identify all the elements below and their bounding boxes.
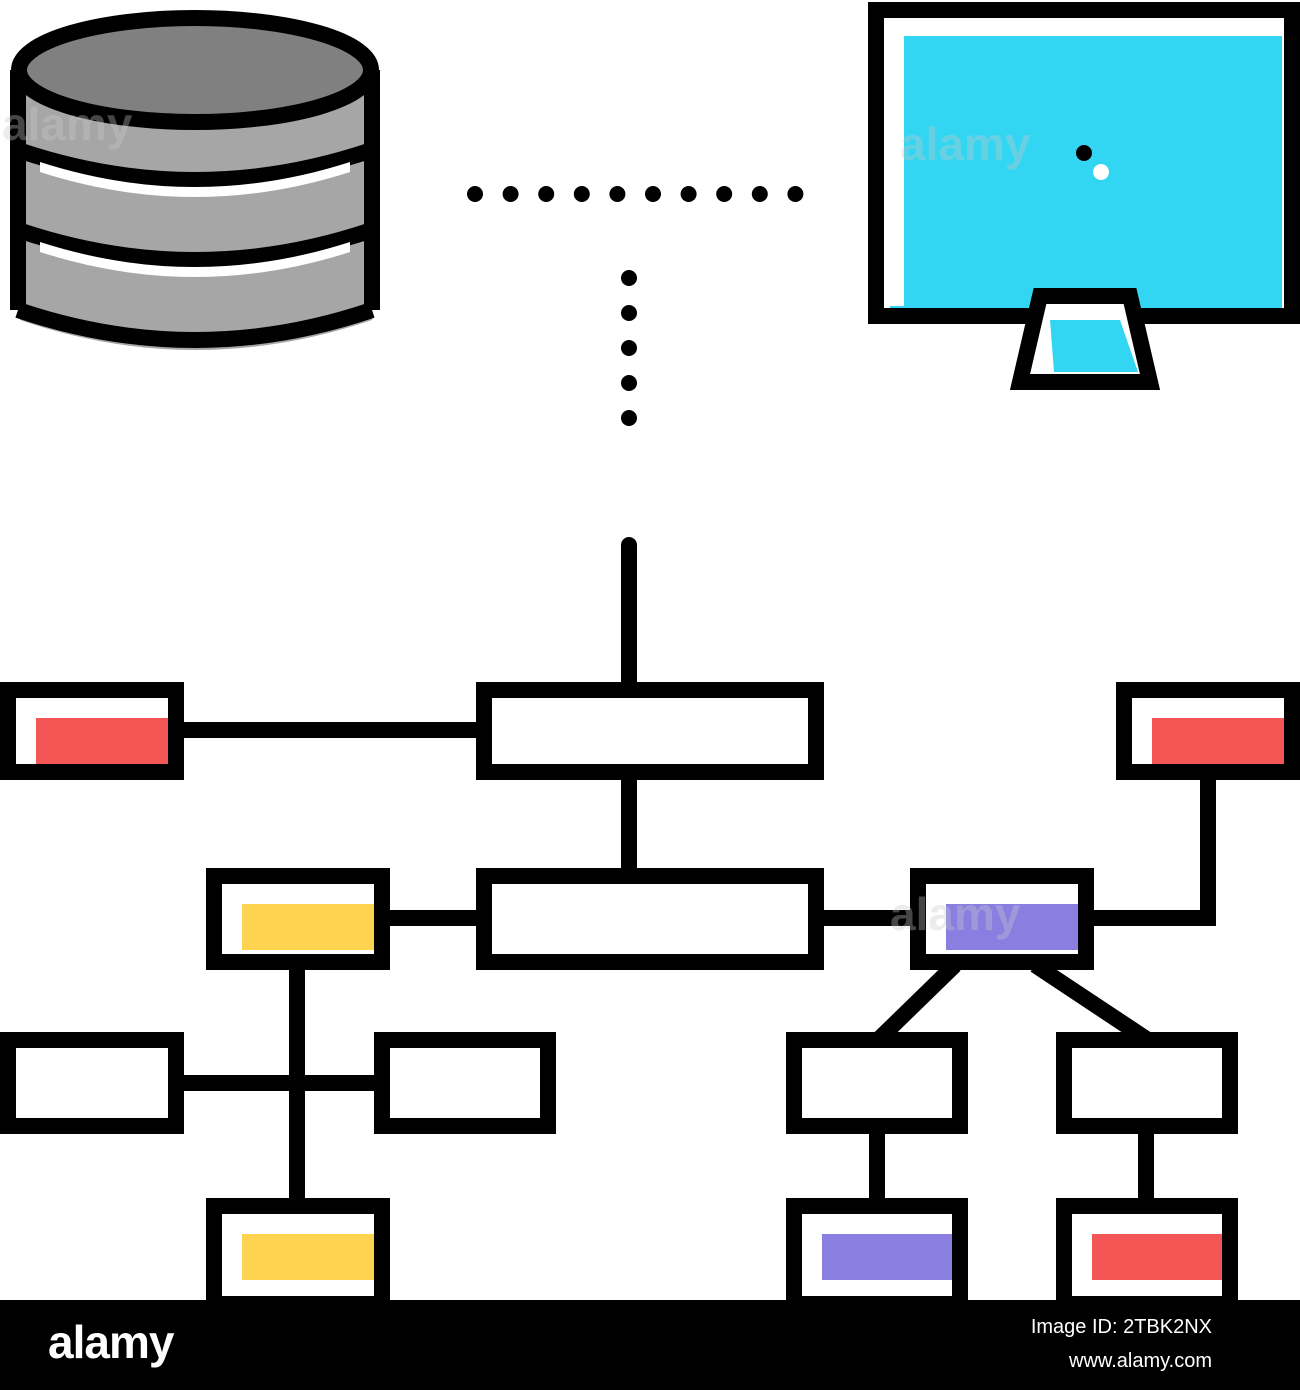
node-right-branch <box>374 1032 556 1134</box>
node-red-right <box>1116 682 1300 780</box>
node-center <box>476 868 824 970</box>
flowchart-connectors <box>180 722 1216 1208</box>
svg-text:alamy: alamy <box>2 98 133 150</box>
data-architecture-illustration: alamy alamy alamy <box>0 2 1300 1300</box>
connector-dot <box>716 186 733 202</box>
connector-dot <box>645 186 661 202</box>
database-body-fill <box>20 70 372 350</box>
node-yellow-bottom-accent <box>242 1234 374 1280</box>
footer-logo: alamy <box>48 1316 174 1368</box>
node-purple-mid <box>910 868 1094 970</box>
connector-dot <box>787 186 804 202</box>
dotted-connector-vertical <box>621 270 637 426</box>
connector-dot <box>621 340 637 356</box>
node-purple-mid-accent <box>946 904 1078 950</box>
footer-image-id: Image ID: 2TBK2NX <box>1030 1316 1212 1338</box>
node-yellow-mid-accent <box>242 904 374 950</box>
node-lower-right <box>1056 1032 1238 1134</box>
connector-dot <box>621 375 637 391</box>
node-yellow-bottom <box>206 1198 390 1300</box>
connector-dot <box>538 186 555 202</box>
connector-dot <box>502 186 519 202</box>
connector-dot <box>621 305 637 321</box>
node-red-left-accent <box>36 718 168 764</box>
node-lower-left <box>786 1032 968 1134</box>
node-red-left <box>0 682 184 780</box>
svg-text:alamy: alamy <box>900 118 1031 170</box>
node-purple-bottom <box>786 1198 968 1300</box>
connector-dot <box>609 186 626 202</box>
watermark: alamy alamy alamy <box>2 98 1031 940</box>
node-root <box>476 682 824 780</box>
node-red-right-accent <box>1152 718 1284 764</box>
connector-dot <box>751 186 768 202</box>
flowchart-nodes <box>0 682 1300 1300</box>
connector-dot <box>680 186 697 202</box>
dotted-connector-horizontal <box>467 186 804 202</box>
svg-text:alamy: alamy <box>890 888 1021 940</box>
footer-bar <box>0 1300 1300 1390</box>
node-red-bottom <box>1056 1198 1238 1300</box>
connector-dot <box>467 186 483 202</box>
connector-dot <box>573 186 590 202</box>
node-left-branch <box>0 1032 184 1134</box>
connector-dot <box>621 410 637 426</box>
database-icon <box>10 10 380 350</box>
monitor-icon <box>868 2 1300 390</box>
node-purple-bottom-accent <box>822 1234 952 1280</box>
node-yellow-mid <box>206 868 390 970</box>
node-red-bottom-accent <box>1092 1234 1222 1280</box>
monitor-screen <box>890 22 1282 312</box>
footer-site: www.alamy.com <box>1069 1350 1212 1372</box>
connector-dot <box>621 270 637 286</box>
